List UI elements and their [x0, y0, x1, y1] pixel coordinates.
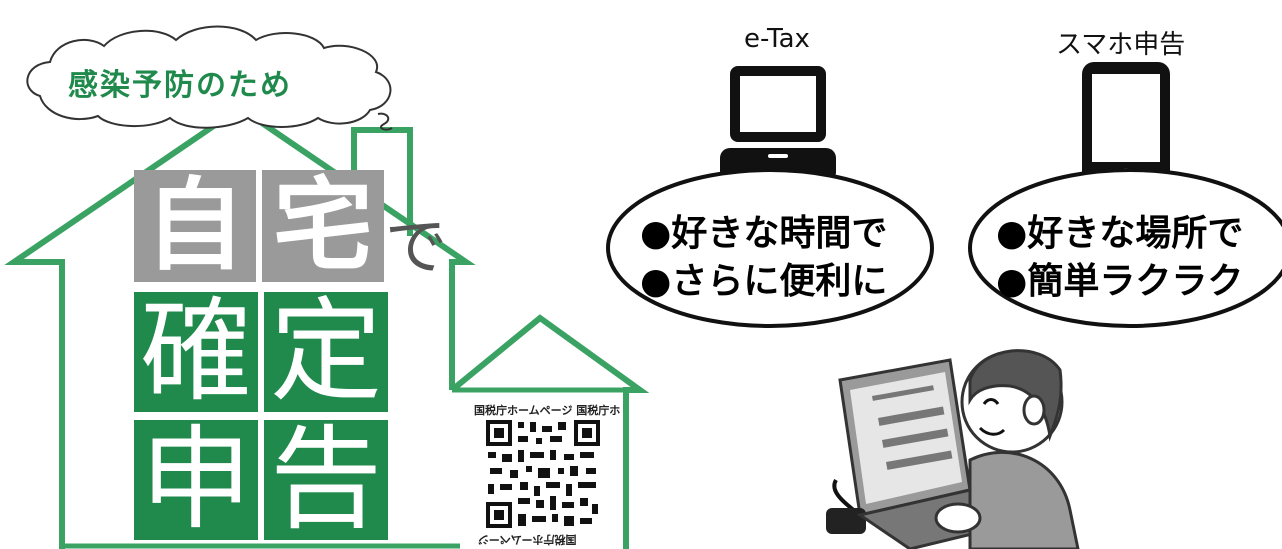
- left-bubble-line-2: ●さらに便利に: [640, 261, 888, 302]
- right-bubble-line-2: ●簡単ラクラク: [996, 261, 1244, 302]
- chimney-outline: [351, 127, 413, 236]
- smartphone-label: スマホ申告: [1056, 30, 1186, 60]
- right-bubble-line-1: ●好きな場所で: [996, 213, 1244, 254]
- left-bubble-line-1: ●好きな時間で: [640, 213, 888, 254]
- kanji-tile-shin: 申: [134, 420, 258, 540]
- kanji-tile-tei: 定: [264, 292, 388, 412]
- person-at-laptop-illustration: [826, 349, 1080, 549]
- qr-code-block[interactable]: 国税庁ホームページ 国税庁ホ: [468, 400, 621, 546]
- cloud-shape: [26, 25, 392, 129]
- speech-bubbles: [606, 168, 1282, 328]
- headline-char-ji: 自: [145, 167, 245, 284]
- kanji-tile-kaku: 確: [134, 292, 258, 412]
- kanji-tile-koku: 告: [264, 420, 388, 540]
- smartphone-icon: [1082, 62, 1170, 184]
- qr-caption-bottom: 国税庁ホームページ: [478, 533, 577, 546]
- cloud-tail: [377, 112, 393, 131]
- right-bubble-shape: [968, 168, 1282, 328]
- headline-char-taku: 宅: [273, 167, 373, 284]
- etax-label: e-Tax: [744, 24, 810, 54]
- headline-tile-1-bg: [134, 170, 256, 282]
- left-bubble-shape: [606, 168, 934, 328]
- headline-particle: で: [385, 210, 448, 283]
- cloud-slogan: 感染予防のため: [68, 68, 292, 103]
- qr-caption-top: 国税庁ホームページ 国税庁ホ: [474, 404, 621, 417]
- qr-code-image[interactable]: [484, 418, 602, 530]
- headline-tile-2-bg: [262, 170, 384, 282]
